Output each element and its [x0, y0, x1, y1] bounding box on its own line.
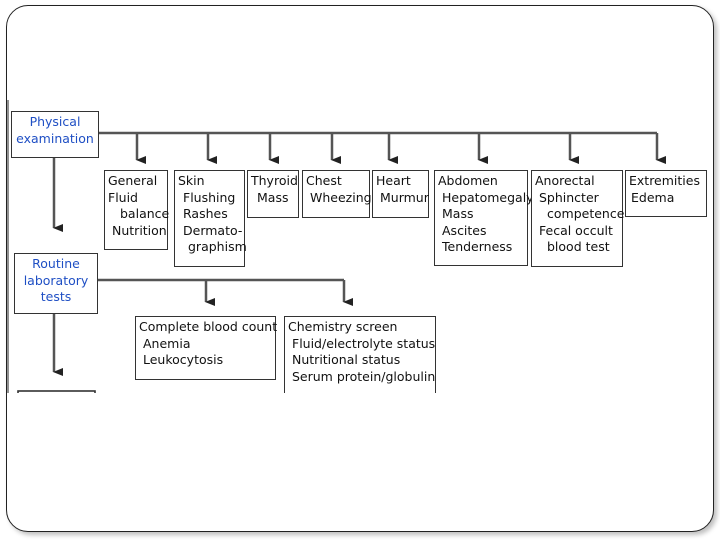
box-line: Abdomen	[438, 173, 498, 188]
skin-box: Skin Flushing Rashes Dermato- graphism	[174, 170, 247, 267]
physical-examination-box: Physical examination	[11, 111, 99, 158]
box-line: Thyroid	[251, 173, 298, 188]
box-line: examination	[16, 130, 94, 146]
chest-box: Chest Wheezing	[302, 170, 372, 218]
box-line: Heart	[376, 173, 411, 188]
complete-blood-count-box: Complete blood count Anemia Leukocytosis	[135, 316, 278, 380]
extremities-box: Extremities Edema	[625, 170, 707, 217]
box-line: Ascites	[442, 222, 487, 238]
heart-box: Heart Murmur	[372, 170, 429, 218]
chemistry-screen-box: Chemistry screen Fluid/electrolyte statu…	[284, 316, 436, 393]
box-line: Anorectal	[535, 173, 595, 188]
box-line: Complete blood count	[139, 319, 278, 334]
box-line: Edema	[631, 189, 675, 205]
box-line: Nutritional status	[292, 352, 401, 367]
box-line: Flushing	[183, 189, 236, 205]
box-line: Chemistry screen	[288, 319, 398, 334]
box-line: Dermato-	[183, 222, 243, 238]
box-line: Fecal occult	[539, 222, 613, 238]
box-line: General	[108, 173, 158, 188]
box-line: Skin	[178, 173, 205, 188]
box-line: Fluid	[108, 189, 138, 205]
box-line: Wheezing	[310, 189, 372, 205]
box-line: Anemia	[143, 335, 191, 351]
box-line: Routine	[32, 256, 80, 271]
box-line: blood test	[547, 239, 610, 254]
box-line: balance	[120, 206, 170, 221]
cutoff-mask	[8, 393, 708, 423]
general-box: General Fluid balance Nutrition	[104, 170, 170, 250]
box-line: Physical	[29, 114, 81, 129]
box-line: Hepatomegaly	[442, 189, 534, 205]
abdomen-box: Abdomen Hepatomegaly Mass Ascites Tender…	[434, 170, 534, 266]
box-line: Murmur	[380, 189, 429, 205]
box-line: Fluid/electrolyte status	[292, 335, 436, 351]
routine-laboratory-tests-box: Routine laboratory tests	[14, 253, 98, 314]
box-line: tests	[40, 289, 72, 304]
box-line: laboratory	[23, 272, 89, 288]
slide-frame	[6, 5, 714, 532]
box-line: Rashes	[183, 206, 228, 221]
anorectal-box: Anorectal Sphincter competence Fecal occ…	[531, 170, 625, 267]
box-line: Mass	[257, 189, 289, 205]
box-line: Nutrition	[112, 222, 167, 238]
box-line: Sphincter	[539, 189, 599, 205]
box-line: Mass	[442, 206, 474, 221]
thyroid-box: Thyroid Mass	[247, 170, 299, 218]
box-line: Leukocytosis	[143, 352, 224, 367]
box-line: Chest	[306, 173, 342, 188]
box-line: Extremities	[629, 173, 700, 188]
box-line: graphism	[188, 239, 247, 254]
box-line: Serum protein/globulin	[292, 368, 436, 384]
box-line: competence	[547, 206, 625, 221]
box-line: Tenderness	[442, 239, 513, 254]
